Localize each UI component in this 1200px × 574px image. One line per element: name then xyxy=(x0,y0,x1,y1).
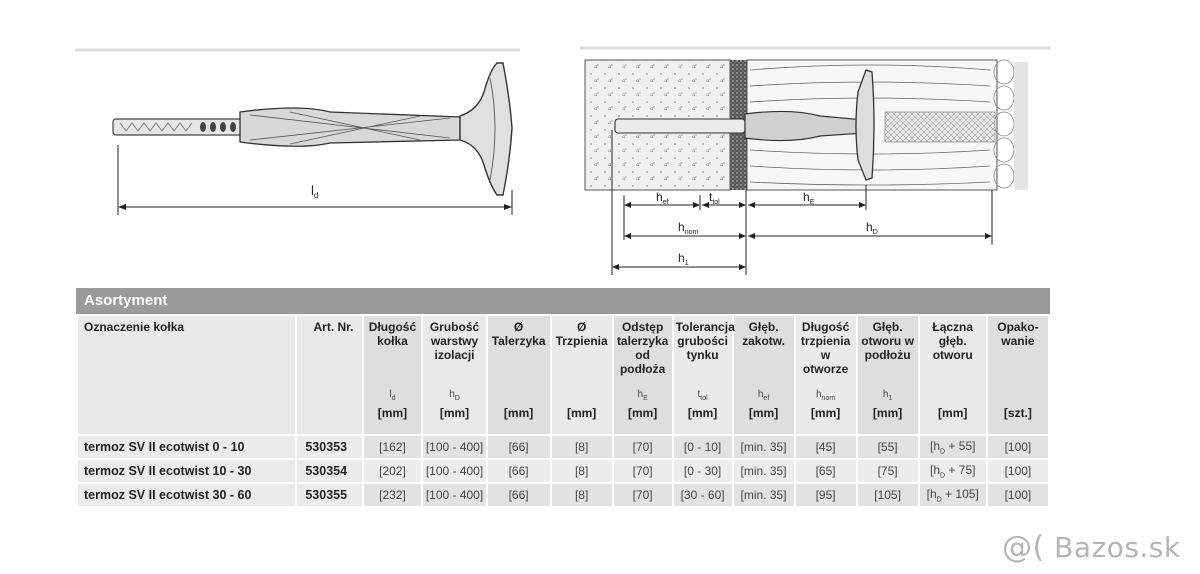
cell-tolerance: [0 - 10] xyxy=(673,434,732,458)
col-header-hole-depth: Głęb. otworu w podłożu h1 [mm] xyxy=(857,316,918,434)
cell-insulation: [100 - 400] xyxy=(423,434,486,458)
label-t-tol: ttol xyxy=(709,190,720,206)
installation-section: hef ttol hE hnom hD h1 xyxy=(580,46,1050,275)
cell-hole-depth: [75] xyxy=(857,458,918,482)
label-h-d: hD xyxy=(866,220,878,236)
cell-pin-dia: [8] xyxy=(551,458,612,482)
anchor-drawing: ld xyxy=(75,48,520,215)
cell-hole-depth: [105] xyxy=(857,482,918,506)
cell-length: [202] xyxy=(363,458,422,482)
cell-pin-in-hole: [65] xyxy=(795,458,856,482)
technical-drawings: ld xyxy=(75,46,1050,275)
col-header-name: Oznaczenie kołka xyxy=(78,316,296,434)
cell-packaging: [100] xyxy=(987,458,1048,482)
cell-pin-in-hole: [45] xyxy=(795,434,856,458)
table-row: termoz SV II ecotwist 10 - 30 530354 [20… xyxy=(78,458,1048,482)
cell-plate-offset: [70] xyxy=(613,482,672,506)
col-header-packaging: Opako-wanie [szt.] xyxy=(987,316,1048,434)
table-header-row: Oznaczenie kołka Art. Nr. Długość kołka … xyxy=(78,316,1048,434)
cell-total-depth: [hD + 105] xyxy=(919,482,986,506)
cell-plate-offset: [70] xyxy=(613,458,672,482)
product-name: termoz SV II ecotwist 10 - 30 xyxy=(78,458,296,482)
col-header-pin-in-hole: Długość trzpienia w otworze hnom [mm] xyxy=(795,316,856,434)
cell-packaging: [100] xyxy=(987,434,1048,458)
cell-insulation: [100 - 400] xyxy=(423,482,486,506)
cell-anchorage: [min. 35] xyxy=(733,458,794,482)
product-name: termoz SV II ecotwist 0 - 10 xyxy=(78,434,296,458)
article-number: 530354 xyxy=(297,458,362,482)
label-h-nom: hnom xyxy=(678,220,698,236)
table-row: termoz SV II ecotwist 30 - 60 530355 [23… xyxy=(78,482,1048,506)
cell-anchorage: [min. 35] xyxy=(733,434,794,458)
cell-total-depth: [hD + 55] xyxy=(919,434,986,458)
table-row: termoz SV II ecotwist 0 - 10 530353 [162… xyxy=(78,434,1048,458)
cell-tolerance: [0 - 30] xyxy=(673,458,732,482)
col-header-total-depth: Łączna głęb. otworu [mm] xyxy=(919,316,986,434)
cell-length: [232] xyxy=(363,482,422,506)
cell-pin-dia: [8] xyxy=(551,482,612,506)
col-header-length: Długość kołka ld [mm] xyxy=(363,316,422,434)
cell-insulation: [100 - 400] xyxy=(423,458,486,482)
watermark: @( Bazos.sk xyxy=(1002,530,1181,565)
cell-pin-in-hole: [95] xyxy=(795,482,856,506)
cell-plate-offset: [70] xyxy=(613,434,672,458)
col-header-plate-dia: Ø Talerzyka [mm] xyxy=(487,316,550,434)
label-h-ef: hef xyxy=(656,190,669,206)
article-number: 530355 xyxy=(297,482,362,506)
cell-packaging: [100] xyxy=(987,482,1048,506)
article-number: 530353 xyxy=(297,434,362,458)
cell-tolerance: [30 - 60] xyxy=(673,482,732,506)
cell-pin-dia: [8] xyxy=(551,434,612,458)
cell-plate-dia: [66] xyxy=(487,458,550,482)
table-title: Asortyment xyxy=(76,288,1050,314)
col-header-plaster-tolerance: Tolerancja grubości tynku ttol [mm] xyxy=(673,316,735,434)
label-h-1: h1 xyxy=(678,251,689,267)
col-header-art: Art. Nr. xyxy=(297,316,362,434)
cell-anchorage: [min. 35] xyxy=(733,482,794,506)
product-name: termoz SV II ecotwist 30 - 60 xyxy=(78,482,296,506)
label-h-e: hE xyxy=(803,190,815,206)
cell-plate-dia: [66] xyxy=(487,482,550,506)
col-header-anchorage-depth: Głęb. zakotw. hef [mm] xyxy=(733,316,794,434)
anchor-length-label: ld xyxy=(311,183,318,200)
cell-length: [162] xyxy=(363,434,422,458)
assortment-table: Oznaczenie kołka Art. Nr. Długość kołka … xyxy=(76,316,1050,506)
col-header-pin-dia: Ø Trzpienia [mm] xyxy=(551,316,612,434)
cell-plate-dia: [66] xyxy=(487,434,550,458)
cell-hole-depth: [55] xyxy=(857,434,918,458)
col-header-insulation: Grubość warstwy izolacji hD [mm] xyxy=(423,316,486,434)
cell-total-depth: [hD + 75] xyxy=(919,458,986,482)
col-header-plate-offset: Odstęp talerzyka od podłoża hE [mm] xyxy=(613,316,672,434)
